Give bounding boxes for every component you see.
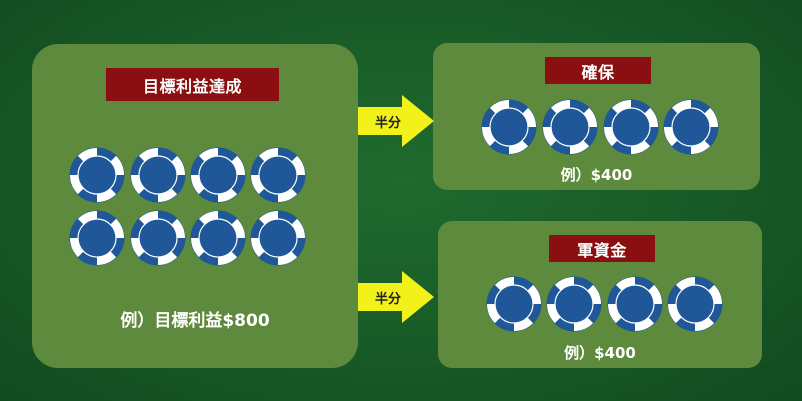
target-profit-label: 目標利益達成	[106, 68, 279, 101]
arrow-bottom-label: 半分	[374, 292, 401, 307]
chip-icon	[486, 276, 542, 332]
chip-icon	[481, 99, 537, 155]
target-profit-caption: 例）目標利益$800	[120, 311, 270, 331]
chip-icon	[130, 147, 186, 203]
chip-icon	[603, 99, 659, 155]
chip-icon	[542, 99, 598, 155]
chip-icon	[250, 210, 306, 266]
chip-icon	[69, 210, 125, 266]
chip-icon	[190, 147, 246, 203]
chip-icon	[69, 147, 125, 203]
chip-icon	[607, 276, 663, 332]
bankroll-caption: 例）$400	[564, 344, 636, 362]
chip-icon	[250, 147, 306, 203]
chip-icon	[667, 276, 723, 332]
secure-label: 確保	[545, 57, 651, 84]
arrow-right-icon	[358, 95, 434, 147]
chip-icon	[130, 210, 186, 266]
chip-icon	[546, 276, 602, 332]
chip-icon	[663, 99, 719, 155]
arrow-right-icon	[358, 271, 434, 323]
arrow-top-label: 半分	[374, 116, 401, 131]
bankroll-label: 軍資金	[549, 235, 655, 262]
chip-icon	[190, 210, 246, 266]
secure-caption: 例）$400	[560, 166, 633, 184]
